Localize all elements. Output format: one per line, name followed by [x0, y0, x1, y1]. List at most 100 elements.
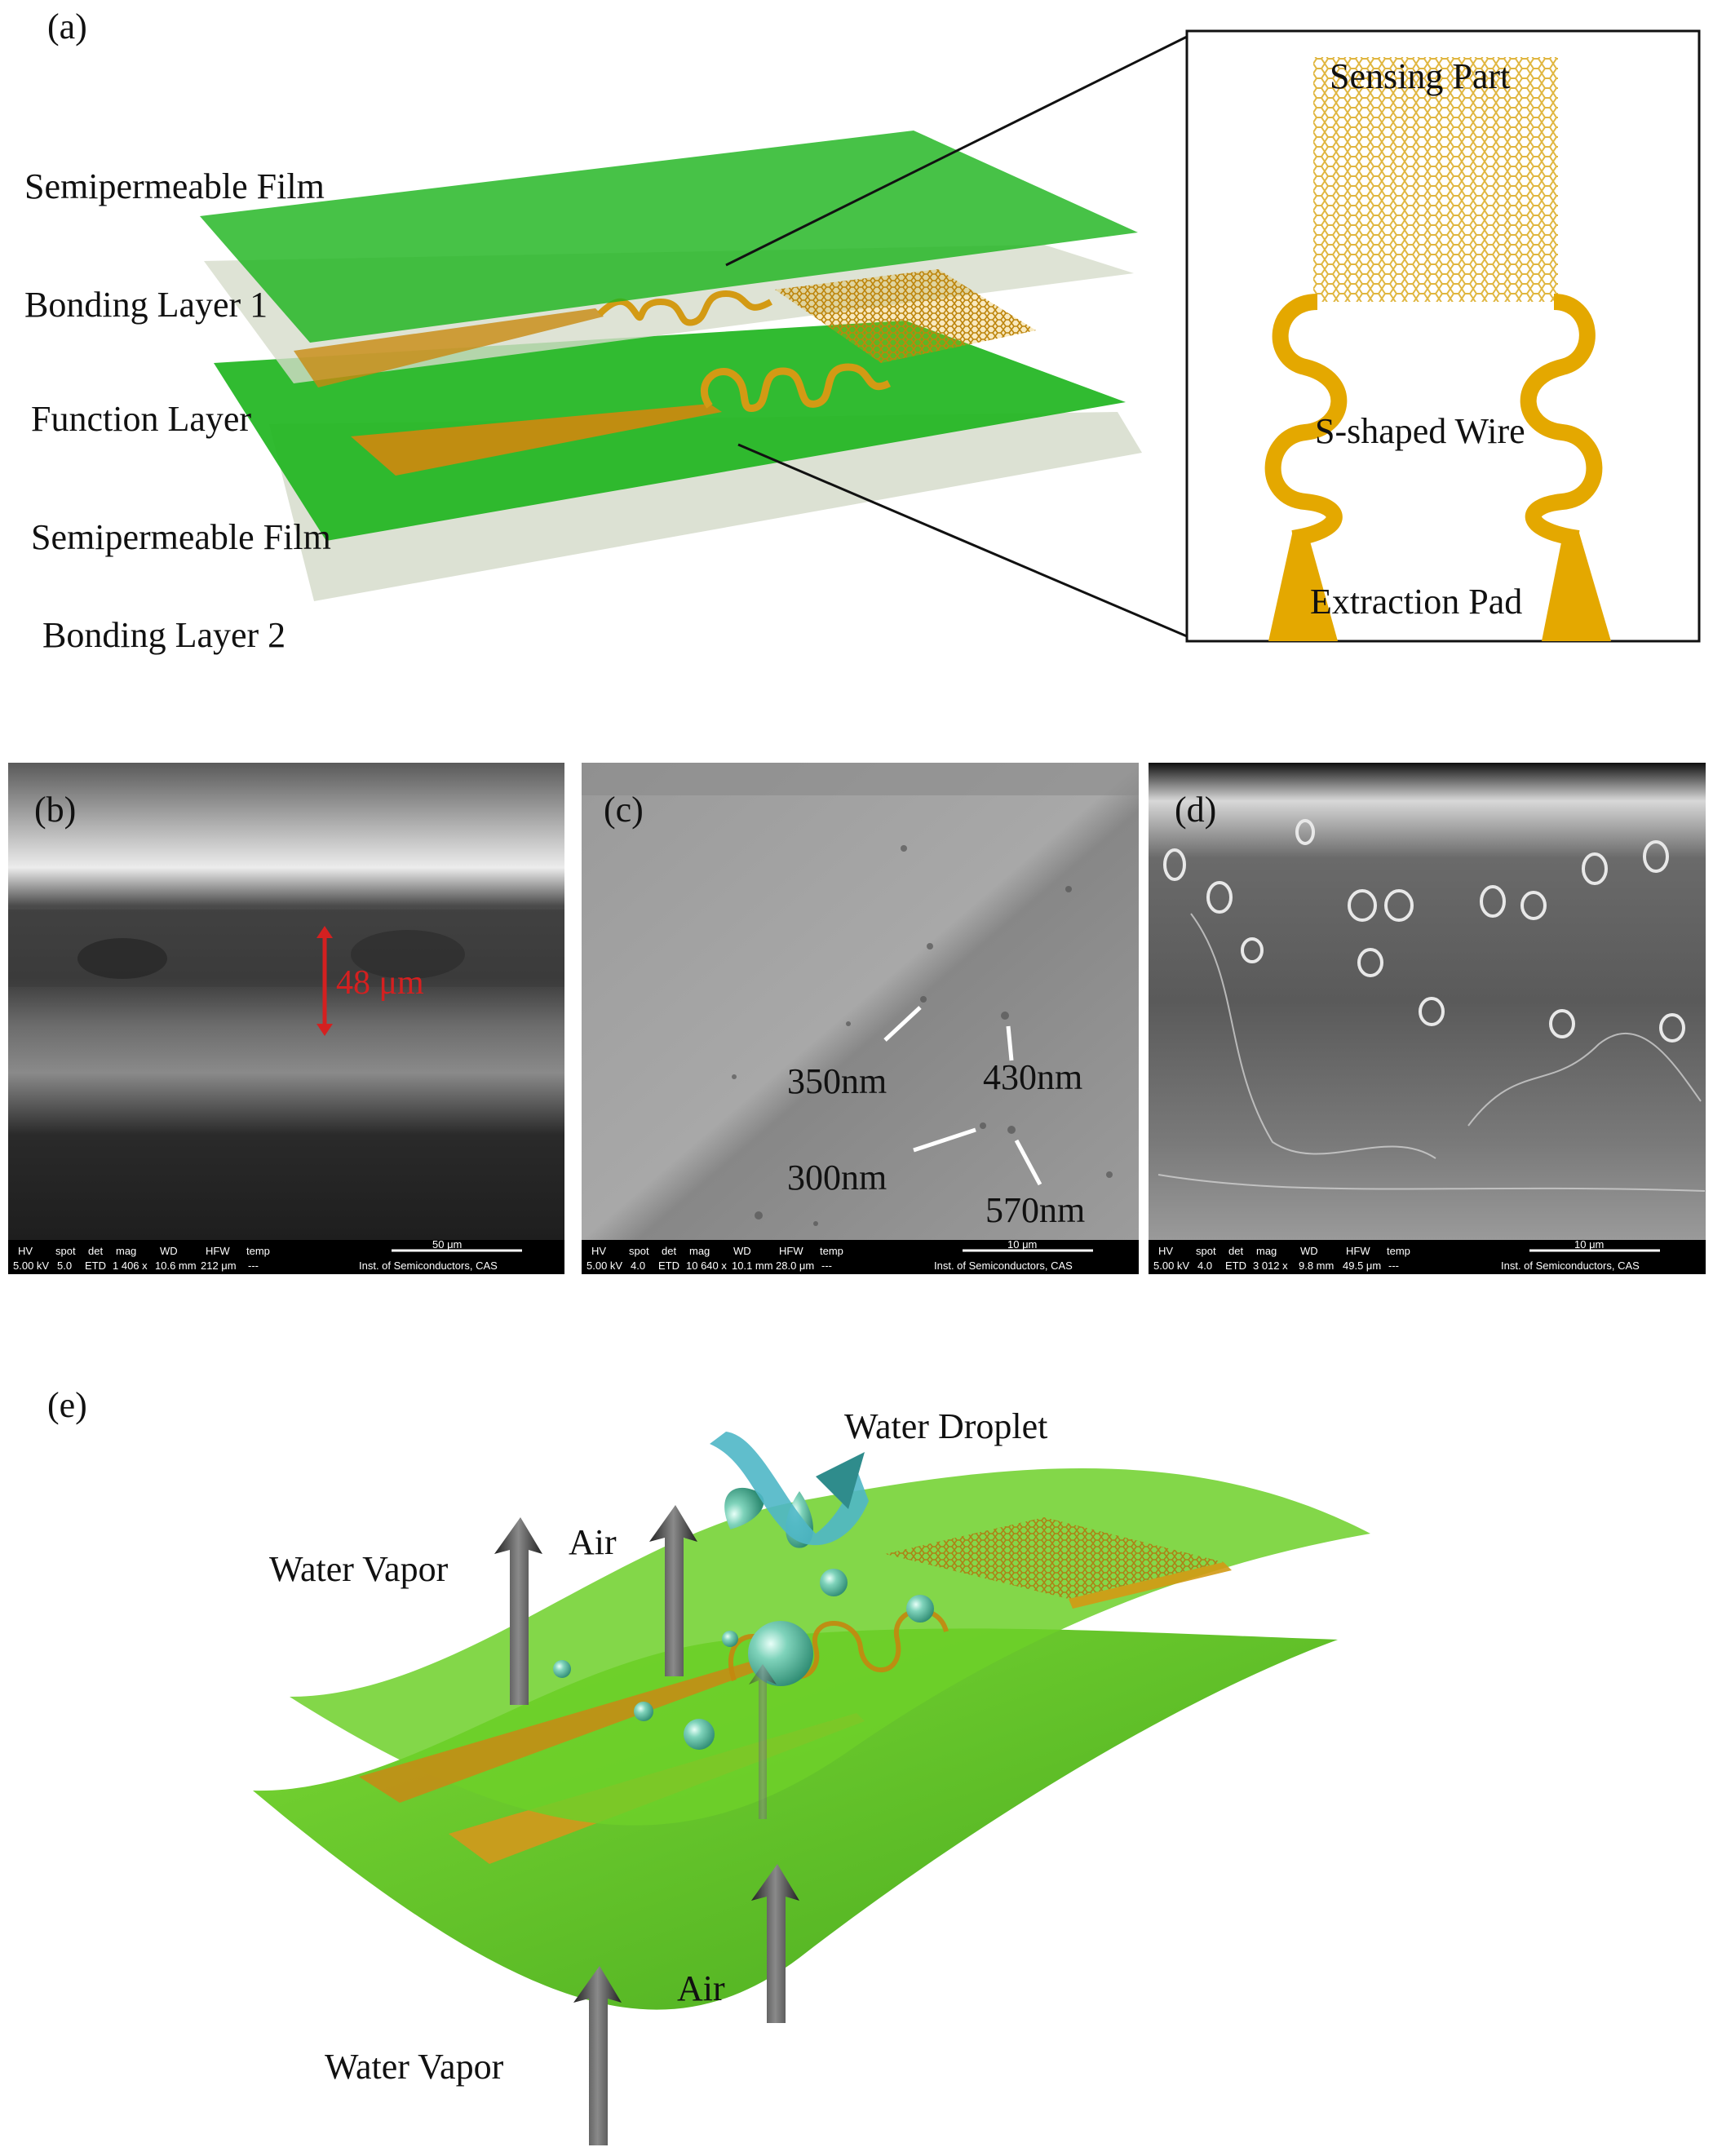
water-bubble [906, 1595, 934, 1623]
inset-leader-top [725, 35, 1188, 267]
pore-label-300: 300nm [787, 1158, 887, 1198]
layer-label-semipermeable-bottom: Semipermeable Film [31, 517, 331, 557]
databar-c-wd-key: WD [733, 1245, 751, 1257]
databar-b-temp: --- [248, 1260, 259, 1272]
inset-s-wire-left [1264, 294, 1348, 547]
databar-d-wd-key: WD [1300, 1245, 1318, 1257]
databar-b-hv: 5.00 kV [13, 1260, 49, 1272]
sem-image-c [582, 763, 1139, 1240]
water-bubble [820, 1569, 848, 1596]
pore-label-350: 350nm [787, 1061, 887, 1101]
databar-c-hv: 5.00 kV [586, 1260, 622, 1272]
databar-c-hv-key: HV [591, 1245, 606, 1257]
scalebar-d-label: 10 μm [1574, 1238, 1604, 1251]
databar-c-hfw: 28.0 μm [776, 1260, 814, 1272]
databar-d-hv: 5.00 kV [1153, 1260, 1189, 1272]
databar-c-wd: 10.1 mm [732, 1260, 773, 1272]
panel-b-label: (b) [34, 790, 76, 830]
databar-c-spot: 4.0 [631, 1260, 645, 1272]
vapor-arrow-top [494, 1517, 542, 1705]
label-water-vapor-top: Water Vapor [269, 1549, 449, 1589]
databar-b-wd: 10.6 mm [155, 1260, 197, 1272]
panel-d-label: (d) [1175, 790, 1216, 830]
inset-sensing-mesh [1313, 57, 1558, 302]
panel-a-label: (a) [47, 7, 87, 46]
databar-b-hv-key: HV [18, 1245, 33, 1257]
panel-c: (c) 350nm 430nm 300nm 570nm HV spot det … [582, 763, 1139, 1274]
databar-d-temp: --- [1388, 1260, 1399, 1272]
databar-b-det: ETD [85, 1260, 106, 1272]
databar-c-spot-key: spot [629, 1245, 649, 1257]
water-bubble [684, 1719, 715, 1750]
label-water-vapor-bottom: Water Vapor [325, 2047, 504, 2087]
pore-label-570: 570nm [985, 1190, 1085, 1230]
inset-label-sensing-part: Sensing Part [1330, 56, 1510, 96]
databar-c-temp-key: temp [820, 1245, 843, 1257]
mesh-sensing-part [775, 269, 1036, 363]
databar-d-mag-key: mag [1256, 1245, 1277, 1257]
databar-d-det-key: det [1228, 1245, 1243, 1257]
institute-c: Inst. of Semiconductors, CAS [934, 1260, 1073, 1272]
databar-c-mag: 10 640 x [686, 1260, 727, 1272]
mesh-sensing-part-e [885, 1517, 1224, 1599]
databar-b-wd-key: WD [160, 1245, 178, 1257]
databar-c-temp: --- [821, 1260, 832, 1272]
databar-d-hfw: 49.5 μm [1343, 1260, 1381, 1272]
water-bubble [553, 1660, 571, 1678]
layer-label-bonding-2: Bonding Layer 2 [42, 615, 286, 655]
label-air-top: Air [569, 1522, 617, 1562]
databar-b-spot: 5.0 [57, 1260, 72, 1272]
label-water-droplet: Water Droplet [844, 1406, 1047, 1446]
panel-c-label: (c) [604, 790, 644, 830]
databar-d-mag: 3 012 x [1253, 1260, 1288, 1272]
databar-d-det: ETD [1225, 1260, 1246, 1272]
databar-d-hfw-key: HFW [1346, 1245, 1370, 1257]
databar-b-det-key: det [88, 1245, 103, 1257]
databar-d-spot: 4.0 [1197, 1260, 1212, 1272]
layer-label-semipermeable-top: Semipermeable Film [24, 166, 325, 206]
bonding-layer-s-wire [597, 290, 772, 326]
inset-label-s-shaped-wire: S-shaped Wire [1315, 411, 1525, 451]
sem-databar-c: HV spot det mag WD HFW temp 5.00 kV 4.0 … [582, 1238, 1139, 1274]
pore-arrow-350 [883, 1006, 922, 1042]
air-arrow-bottom [751, 1864, 799, 2023]
water-bubble [722, 1631, 738, 1647]
pore-arrow-300 [913, 1127, 976, 1153]
bonding-layer-pad [294, 308, 604, 387]
pore-arrow-430 [1006, 1025, 1014, 1061]
layer-label-function: Function Layer [31, 399, 251, 439]
function-layer-s-wire [701, 363, 892, 412]
databar-b-hfw: 212 μm [201, 1260, 237, 1272]
databar-b-spot-key: spot [55, 1245, 76, 1257]
pore-outlines [1163, 819, 1685, 1043]
label-air-bottom: Air [677, 1968, 725, 2008]
inset-label-extraction-pad: Extraction Pad [1310, 582, 1522, 622]
semipermeable-film-top-sheet [200, 131, 1138, 343]
sem-databar-d: HV spot det mag WD HFW temp 5.00 kV 4.0 … [1149, 1238, 1706, 1274]
databar-c-mag-key: mag [689, 1245, 710, 1257]
databar-c-det: ETD [658, 1260, 679, 1272]
scalebar-c-label: 10 μm [1007, 1238, 1037, 1251]
pores [732, 845, 1113, 1226]
databar-d-temp-key: temp [1387, 1245, 1410, 1257]
databar-b-hfw-key: HFW [206, 1245, 230, 1257]
institute-d: Inst. of Semiconductors, CAS [1501, 1260, 1640, 1272]
air-arrow-top [649, 1505, 697, 1676]
panel-e: (e) Water Droplet Water Va [47, 1385, 1370, 2145]
sem-image-b [8, 763, 564, 1240]
pore-arrow-570 [1014, 1139, 1042, 1186]
databar-d-spot-key: spot [1196, 1245, 1216, 1257]
droplet-exit-arrow [710, 1432, 869, 1546]
databar-b-mag: 1 406 x [113, 1260, 148, 1272]
inset-pad-right [1542, 530, 1611, 641]
panel-e-label: (e) [47, 1385, 87, 1425]
panel-b: (b) 48 μm HV spot det mag WD HFW temp 5.… [8, 763, 564, 1274]
sem-databar-b: HV spot det mag WD HFW temp 5.00 kV 5.0 … [8, 1238, 564, 1274]
databar-d-hv-key: HV [1158, 1245, 1173, 1257]
panel-a: (a) Semipermeable Film Bonding Layer 1 F… [24, 7, 1701, 655]
electrode-top [359, 1652, 787, 1803]
inset-pad-left [1268, 530, 1338, 641]
inset-s-wire-right [1520, 294, 1603, 547]
databar-b-temp-key: temp [246, 1245, 270, 1257]
